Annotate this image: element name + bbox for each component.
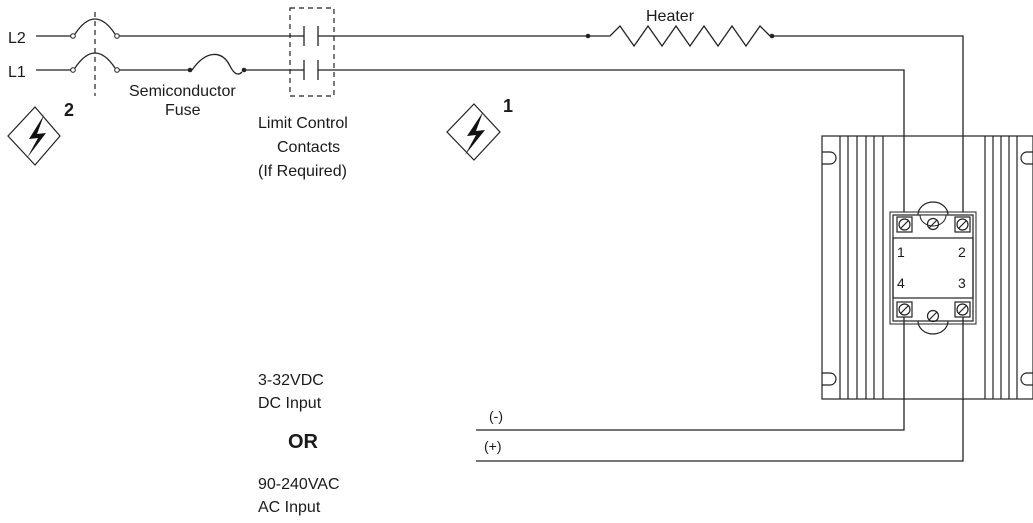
l2-label: L2 bbox=[8, 30, 26, 47]
pos-input-wire bbox=[476, 317, 964, 462]
limit-control-contacts bbox=[289, 7, 335, 97]
load-wire-to-t2 bbox=[774, 35, 964, 224]
limit-label-line3: (If Required) bbox=[258, 163, 347, 180]
dc-voltage-label: 3-32VDC bbox=[258, 372, 324, 389]
fuse-label-line1: Semiconductor bbox=[129, 83, 236, 100]
limit-label-line2: Contacts bbox=[277, 139, 340, 156]
ssr-terminal-3: 3 bbox=[958, 275, 966, 291]
ssr-heatsink bbox=[821, 135, 1033, 400]
dc-input-label: DC Input bbox=[258, 395, 322, 412]
fuse-label-line2: Fuse bbox=[165, 102, 201, 119]
neg-input-wire bbox=[476, 317, 905, 431]
neg-input-label: (-) bbox=[489, 408, 503, 424]
ssr-terminal-4: 4 bbox=[897, 275, 905, 291]
or-label: OR bbox=[288, 431, 319, 453]
warning-2-icon bbox=[7, 106, 61, 166]
solid-state-relay bbox=[889, 201, 977, 335]
warning-2-number: 2 bbox=[64, 100, 74, 120]
heater-label: Heater bbox=[646, 8, 695, 25]
l1-label: L1 bbox=[8, 64, 26, 81]
ac-voltage-label: 90-240VAC bbox=[258, 476, 340, 493]
warning-1-number: 1 bbox=[503, 96, 513, 116]
semiconductor-fuse bbox=[187, 53, 247, 75]
ssr-terminal-1: 1 bbox=[897, 244, 905, 260]
disconnect-switch bbox=[36, 12, 120, 96]
ssr-terminal-2: 2 bbox=[958, 244, 966, 260]
pos-input-label: (+) bbox=[484, 438, 502, 454]
warning-1-icon bbox=[446, 103, 501, 161]
limit-label-line1: Limit Control bbox=[258, 115, 348, 132]
line-wire-to-t1 bbox=[318, 69, 905, 224]
ac-input-label: AC Input bbox=[258, 499, 321, 516]
heater-resistor bbox=[585, 24, 775, 48]
